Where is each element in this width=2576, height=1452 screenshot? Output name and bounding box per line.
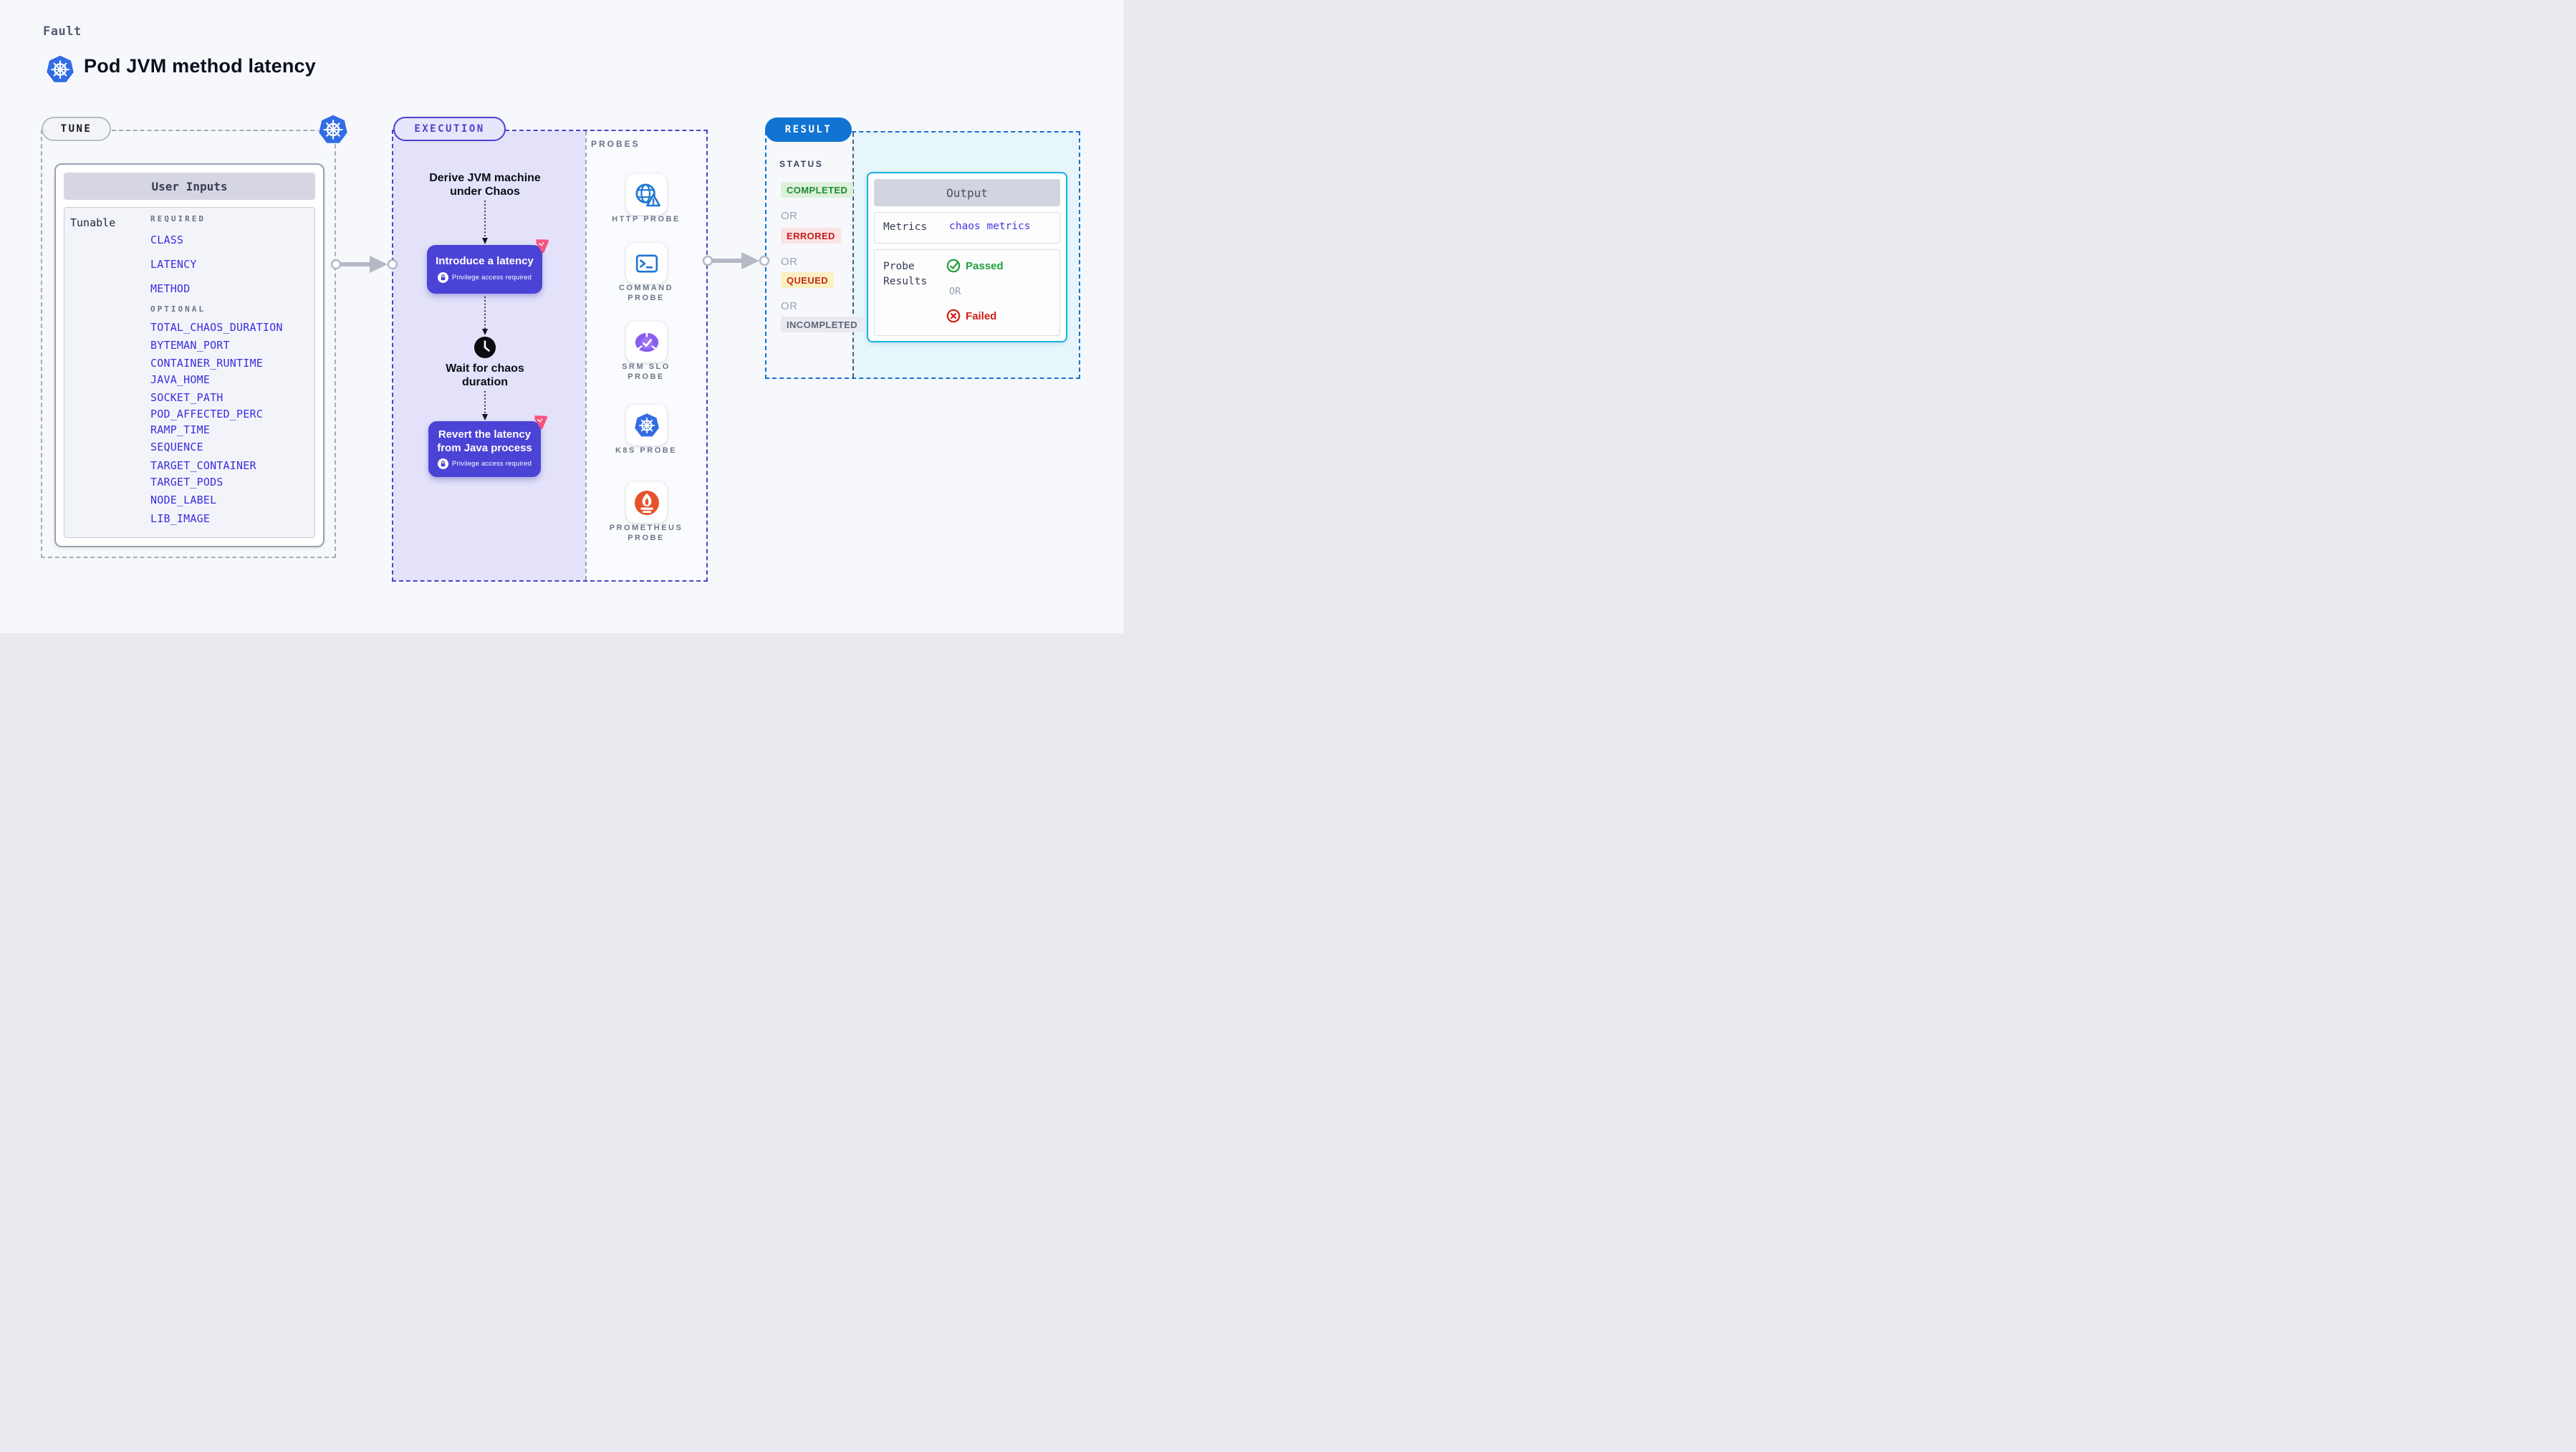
chaos-triangle-icon	[533, 237, 552, 256]
lock-icon	[437, 272, 448, 283]
param-pod-affected-perc: POD_AFFECTED_PERC	[150, 408, 263, 420]
output-header: Output	[874, 179, 1060, 206]
globe-alert-icon	[633, 181, 661, 209]
probe-results-label: Probe Results	[883, 261, 928, 287]
param-target-pods: TARGET_PODS	[150, 476, 224, 489]
slo-pie-check-icon	[633, 330, 661, 355]
probe-card-prometheus	[626, 482, 667, 523]
param-method: METHOD	[150, 282, 191, 295]
status-badge-queued: QUEUED	[781, 272, 835, 288]
metrics-label: Metrics	[883, 221, 928, 233]
probe-label-srm-slo: SRM SLO PROBE	[622, 362, 671, 381]
probe-card-k8s	[626, 405, 667, 446]
step-derive-jvm: Derive JVM machine under Chaos	[429, 172, 541, 198]
user-inputs-body: Tunable REQUIRED CLASS LATENCY METHOD OP…	[64, 207, 315, 538]
param-socket-path: SOCKET_PATH	[150, 391, 224, 404]
param-target-container: TARGET_CONTAINER	[150, 459, 256, 472]
user-inputs-card: User Inputs Tunable REQUIRED CLASS LATEN…	[54, 163, 325, 547]
required-group-label: REQUIRED	[150, 214, 206, 223]
optional-group-label: OPTIONAL	[150, 304, 206, 314]
dotted-arrow-icon	[482, 297, 488, 335]
user-inputs-header: User Inputs	[64, 173, 315, 200]
dotted-arrow-icon	[482, 201, 488, 244]
probe-result-failed: Failed	[946, 309, 996, 323]
param-container-runtime: CONTAINER_RUNTIME	[150, 357, 263, 370]
or-label: OR	[781, 256, 798, 268]
kubernetes-icon	[633, 412, 661, 439]
probe-label-prometheus: PROMETHEUS PROBE	[609, 524, 683, 542]
status-badge-incompleted: INCOMPLETED	[781, 317, 864, 332]
chaos-triangle-icon	[532, 413, 550, 432]
status-badge-completed: COMPLETED	[781, 182, 854, 198]
tunable-label: Tunable	[70, 216, 116, 229]
parameter-list: REQUIRED CLASS LATENCY METHOD OPTIONAL T…	[150, 208, 312, 537]
param-ramp-time: RAMP_TIME	[150, 423, 211, 436]
fault-kind-label: Fault	[43, 24, 82, 39]
execution-section-label: EXECUTION	[393, 117, 506, 141]
step-introduce-latency: Introduce a latency Privilege access req…	[427, 239, 549, 294]
param-node-label: NODE_LABEL	[150, 494, 217, 506]
or-label: OR	[949, 286, 961, 297]
probe-results-row: Probe Results Passed OR	[874, 249, 1060, 336]
param-class: CLASS	[150, 234, 184, 246]
step-title: Revert the latency from Java process	[437, 428, 532, 454]
privilege-note: Privilege access required	[428, 458, 541, 469]
terminal-icon	[633, 250, 660, 277]
dotted-arrow-icon	[482, 391, 488, 420]
or-label: OR	[781, 300, 798, 312]
probe-label-k8s: K8S PROBE	[615, 446, 678, 455]
page-title: Pod JVM method latency	[84, 55, 316, 77]
metrics-value: chaos metrics	[949, 221, 1031, 232]
probe-result-passed: Passed	[946, 259, 1004, 273]
metrics-row: Metrics chaos metrics	[874, 212, 1060, 244]
param-latency: LATENCY	[150, 258, 197, 271]
probe-label-http: HTTP PROBE	[612, 215, 681, 223]
kubernetes-icon	[318, 113, 348, 146]
arrow-tune-to-execution	[330, 256, 398, 273]
clock-icon	[474, 337, 496, 358]
probe-card-http	[626, 174, 667, 215]
diagram-canvas: Fault Pod JVM method latency TUNE	[0, 0, 1123, 633]
param-total-chaos-duration: TOTAL_CHAOS_DURATION	[150, 321, 283, 334]
param-lib-image: LIB_IMAGE	[150, 512, 211, 525]
step-wait-duration: Wait for chaos duration	[446, 362, 524, 388]
status-column-label: STATUS	[779, 159, 824, 169]
output-card: Output Metrics chaos metrics Probe Resul…	[867, 172, 1067, 342]
probe-card-srm-slo	[626, 322, 667, 362]
param-byteman-port: BYTEMAN_PORT	[150, 339, 230, 352]
tune-section-box	[41, 130, 336, 558]
kubernetes-icon	[46, 53, 75, 86]
tune-section-label: TUNE	[42, 117, 111, 141]
param-sequence: SEQUENCE	[150, 441, 203, 453]
probe-label-command: COMMAND PROBE	[618, 284, 674, 302]
probe-card-command	[626, 243, 667, 284]
status-badge-errored: ERRORED	[781, 228, 841, 244]
circle-x-icon	[946, 309, 961, 323]
arrow-execution-to-result	[702, 252, 770, 269]
circle-check-icon	[946, 259, 961, 273]
privilege-note: Privilege access required	[427, 272, 542, 283]
step-revert-latency: Revert the latency from Java process Pri…	[428, 415, 548, 477]
step-title: Introduce a latency	[436, 255, 534, 267]
probes-column-label: PROBES	[591, 139, 640, 149]
param-java-home: JAVA_HOME	[150, 373, 211, 386]
prometheus-flame-icon	[633, 489, 661, 517]
or-label: OR	[781, 210, 798, 222]
result-section-label: RESULT	[765, 117, 852, 142]
lock-icon	[437, 458, 448, 469]
